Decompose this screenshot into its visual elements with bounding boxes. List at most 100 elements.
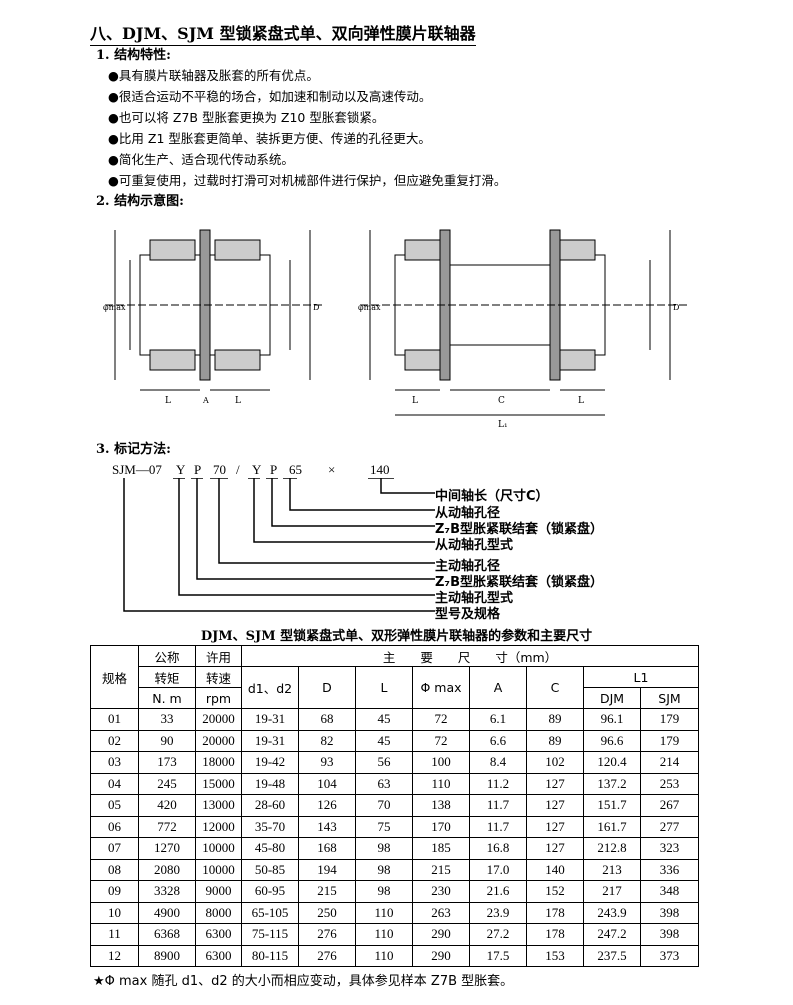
table-cell: 323 [640, 837, 699, 860]
table-cell: 179 [640, 729, 699, 752]
header-L: L [355, 666, 413, 709]
table-cell: 21.6 [469, 880, 527, 903]
table-cell: 398 [640, 923, 699, 946]
table-cell: 80-115 [241, 944, 299, 967]
table-cell: 178 [526, 923, 584, 946]
table-cell: 93 [298, 751, 356, 774]
table-cell: 11.7 [469, 815, 527, 838]
table-cell: 96.1 [583, 708, 641, 731]
table-cell: 336 [640, 858, 699, 881]
feature-item: ●比用 Z1 型胀套更简单、装拆更方便、传递的孔径更大。 [108, 131, 431, 146]
feature-item: ●可重复使用，过载时打滑可对机械部件进行保护，但应避免重复打滑。 [108, 173, 507, 188]
table-cell: 33 [138, 708, 196, 731]
table-cell: 02 [90, 729, 139, 752]
table-cell: 179 [640, 708, 699, 731]
header-A: A [469, 666, 527, 709]
table-cell: 212.8 [583, 837, 641, 860]
table-cell: 19-42 [241, 751, 299, 774]
table-cell: 253 [640, 772, 699, 795]
table-cell: 2080 [138, 858, 196, 881]
code-part: P [270, 462, 278, 477]
table-cell: 245 [138, 772, 196, 795]
table-cell: 19-31 [241, 708, 299, 731]
table-cell: 12 [90, 944, 139, 967]
code-part: × [328, 462, 336, 477]
table-cell: 10 [90, 901, 139, 924]
table-cell: 72 [412, 708, 470, 731]
feature-item: ●也可以将 Z7B 型胀套更换为 Z10 型胀套锁紧。 [108, 110, 385, 125]
header-phimax: Φ max [412, 666, 470, 709]
table-cell: 8.4 [469, 751, 527, 774]
table-cell: 17.0 [469, 858, 527, 881]
header-torque: 公称 [138, 645, 196, 667]
svg-text:D: D [313, 303, 319, 312]
table-cell: 20000 [195, 708, 242, 731]
table-cell: 178 [526, 901, 584, 924]
table-cell: 215 [412, 858, 470, 881]
table-cell: 03 [90, 751, 139, 774]
table-cell: 06 [90, 815, 139, 838]
svg-text:D: D [673, 303, 679, 312]
marking-label: 中间轴长（尺寸C） [435, 489, 549, 504]
table-cell: 98 [355, 837, 413, 860]
table-cell: 772 [138, 815, 196, 838]
section1-heading: 1. 结构特性: [96, 48, 171, 63]
table-cell: 70 [355, 794, 413, 817]
table-cell: 243.9 [583, 901, 641, 924]
table-cell: 110 [355, 901, 413, 924]
table-cell: 247.2 [583, 923, 641, 946]
table-cell: 215 [298, 880, 356, 903]
table-cell: 6.1 [469, 708, 527, 731]
table-cell: 348 [640, 880, 699, 903]
table-cell: 170 [412, 815, 470, 838]
svg-text:C: C [498, 396, 505, 406]
section2-heading: 2. 结构示意图: [96, 194, 184, 209]
table-cell: 6300 [195, 944, 242, 967]
table-cell: 63 [355, 772, 413, 795]
svg-text:L: L [578, 396, 584, 406]
table-cell: 138 [412, 794, 470, 817]
marking-label: 从动轴孔径 [435, 506, 501, 521]
table-cell: 60-95 [241, 880, 299, 903]
table-cell: 35-70 [241, 815, 299, 838]
table-cell: 110 [412, 772, 470, 795]
feature-item: ●简化生产、适合现代传动系统。 [108, 152, 294, 167]
table-cell: 161.7 [583, 815, 641, 838]
table-title: DJM、SJM 型锁紧盘式单、双形弹性膜片联轴器的参数和主要尺寸 [200, 629, 593, 644]
code-part: Y [176, 462, 186, 477]
table-cell: 28-60 [241, 794, 299, 817]
coupling-diagram-double: φmax L C L L₁ D [358, 229, 690, 430]
table-cell: 120.4 [583, 751, 641, 774]
table-cell: 90 [138, 729, 196, 752]
table-cell: 9000 [195, 880, 242, 903]
table-cell: 19-31 [241, 729, 299, 752]
table-cell: 45 [355, 708, 413, 731]
marking-label: 型号及规格 [435, 607, 501, 622]
code-part: 65 [289, 462, 302, 477]
header-sjm: SJM [640, 687, 699, 709]
table-cell: 96.6 [583, 729, 641, 752]
table-cell: 267 [640, 794, 699, 817]
table-cell: 290 [412, 944, 470, 967]
feature-item: ●很适合运动不平稳的场合，如加速和制动以及高速传动。 [108, 89, 432, 104]
table-cell: 07 [90, 837, 139, 860]
svg-text:L: L [412, 396, 418, 406]
table-cell: 194 [298, 858, 356, 881]
table-cell: 18000 [195, 751, 242, 774]
table-cell: 4900 [138, 901, 196, 924]
table-cell: 102 [526, 751, 584, 774]
table-cell: 09 [90, 880, 139, 903]
table-cell: 127 [526, 772, 584, 795]
table-cell: 110 [355, 944, 413, 967]
marking-leader-lines [123, 478, 435, 612]
header-spec: 规格 [90, 645, 139, 709]
table-cell: 98 [355, 880, 413, 903]
table-cell: 45 [355, 729, 413, 752]
code-part: 70 [213, 462, 226, 477]
